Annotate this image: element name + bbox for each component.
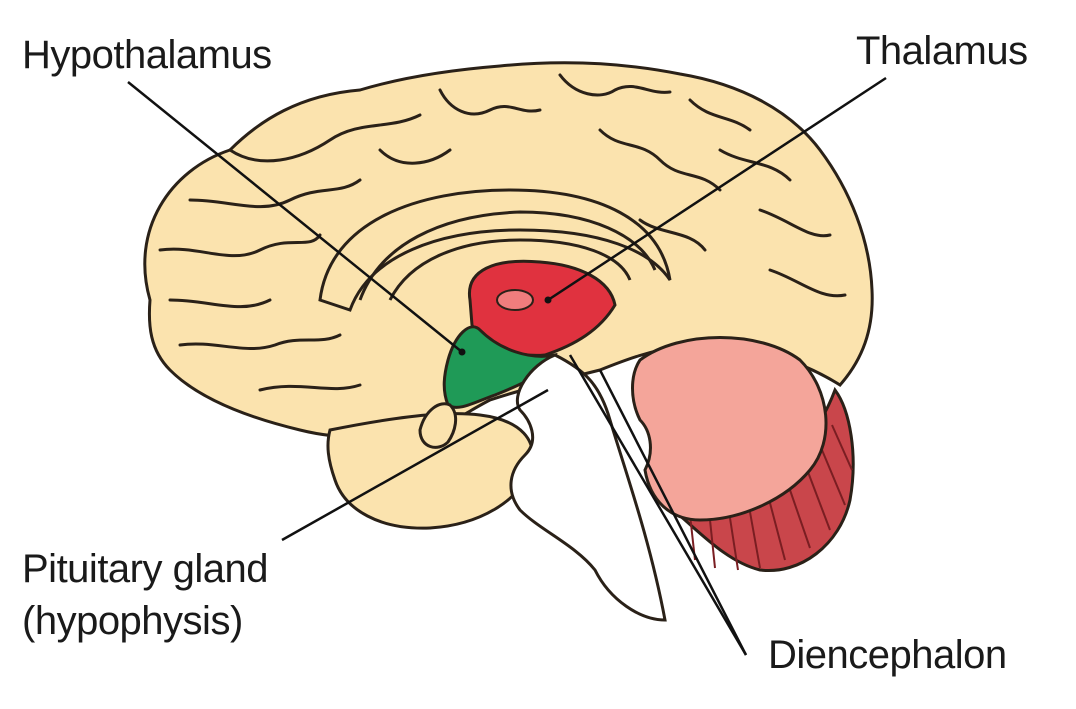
leader-lines <box>127 76 887 656</box>
label-pituitary-gland: Pituitary gland <box>22 547 268 591</box>
pituitary-region <box>418 402 458 449</box>
diencephalon-leader-2 <box>568 354 748 656</box>
thalamus-leader <box>547 76 887 302</box>
label-hypothalamus: Hypothalamus <box>22 33 272 77</box>
gyri-lines <box>158 73 847 392</box>
label-hypophysis: (hypophysis) <box>22 599 243 643</box>
hypothalamus-leader <box>127 81 463 353</box>
thalamus-inner <box>496 289 534 311</box>
label-thalamus: Thalamus <box>856 29 1028 73</box>
diencephalon-leader-1 <box>598 369 748 656</box>
brainstem <box>509 353 667 622</box>
cerebellum <box>631 336 828 522</box>
label-diencephalon: Diencephalon <box>768 633 1007 677</box>
pituitary-leader <box>281 388 549 542</box>
